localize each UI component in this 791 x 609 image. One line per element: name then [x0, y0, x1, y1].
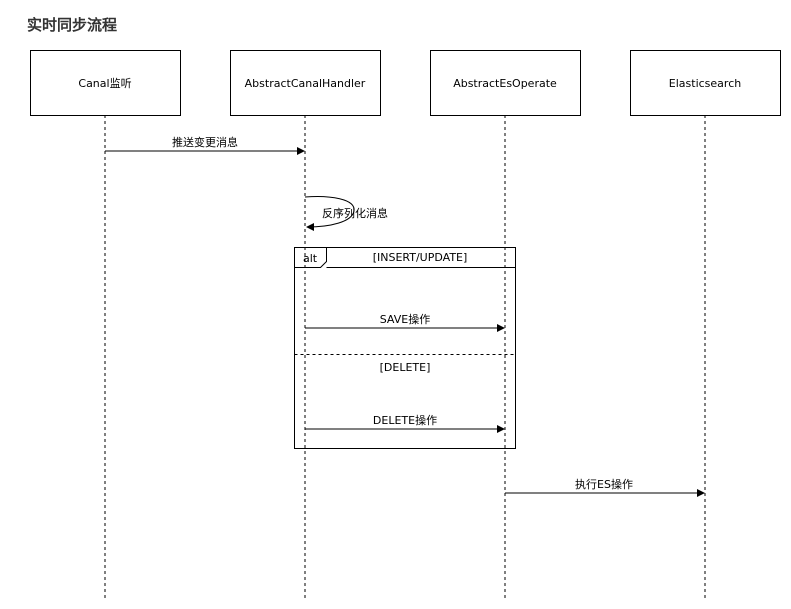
participant-es-label: Elasticsearch: [669, 77, 741, 90]
participant-operate: AbstractEsOperate: [430, 50, 581, 116]
message-delete-label: DELETE操作: [373, 413, 437, 427]
participant-handler-label: AbstractCanalHandler: [245, 77, 366, 90]
message-save: SAVE操作: [305, 312, 505, 332]
participant-es: Elasticsearch: [630, 50, 781, 116]
alt-guard-delete: [DELETE]: [380, 361, 431, 374]
message-deserialize: 反序列化消息: [304, 196, 388, 231]
diagram-title: 实时同步流程: [27, 16, 117, 34]
message-push: 推送变更消息: [105, 135, 305, 155]
message-save-label: SAVE操作: [380, 312, 430, 326]
alt-guard-insert-update: [INSERT/UPDATE]: [373, 251, 468, 264]
message-execute: 执行ES操作: [505, 477, 705, 497]
participant-canal-label: Canal监听: [78, 77, 131, 90]
message-deserialize-label: 反序列化消息: [322, 206, 388, 220]
message-execute-label: 执行ES操作: [575, 477, 633, 491]
alt-operator-label: alt: [303, 252, 318, 265]
participant-handler: AbstractCanalHandler: [230, 50, 381, 116]
message-push-label: 推送变更消息: [172, 135, 238, 149]
alt-fragment: alt [INSERT/UPDATE] [DELETE]: [294, 247, 516, 449]
participant-operate-label: AbstractEsOperate: [453, 77, 557, 90]
participant-canal: Canal监听: [30, 50, 181, 116]
message-delete: DELETE操作: [305, 413, 505, 433]
